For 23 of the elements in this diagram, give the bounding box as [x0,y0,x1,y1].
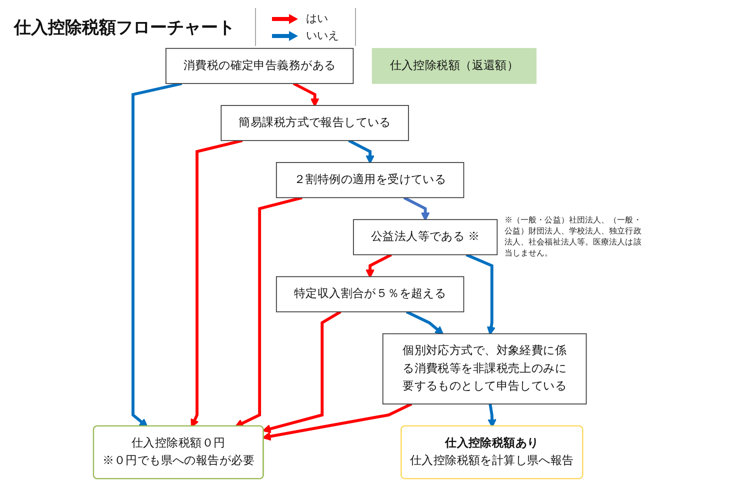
legend-label: はい [306,12,328,26]
arrow [406,310,444,335]
arrow [132,82,182,428]
diagram-title: 仕入控除税額フローチャート [14,16,235,38]
arrow [262,310,342,434]
header-band: 仕入控除税額（返還額） [372,48,537,84]
arrow [403,196,430,222]
arrow [348,139,374,164]
arrow [234,196,302,428]
note-text: ※（一般・公益）社団法人、（一般・公益）財団法人、学校法人、独立行政法人、社会福祉法人等。医療法人は該当しません。 [504,215,642,259]
legend-label: いいえ [306,29,339,43]
arrow [466,253,496,336]
process-box: ２割特例の適用を受けている [276,162,464,198]
arrow [262,402,412,441]
arrow [366,253,392,278]
result-box: 仕入控除税額あり 仕入控除税額を計算し県へ報告 [400,425,584,480]
process-box: 簡易課税方式で報告している [220,105,409,142]
process-box: 個別対応方式で、対象経費に係る消費税等を非課税売上のみに要するものとして申告している [382,333,587,404]
process-box: 特定収入割合が５％を超える [276,276,464,312]
arrow [292,82,320,107]
process-box: 公益法人等である ※ [353,219,498,256]
result-box: 仕入控除税額０円 ※０円でも県への報告が必要 [92,425,264,480]
process-box: 消費税の確定申告義務がある [166,48,354,84]
